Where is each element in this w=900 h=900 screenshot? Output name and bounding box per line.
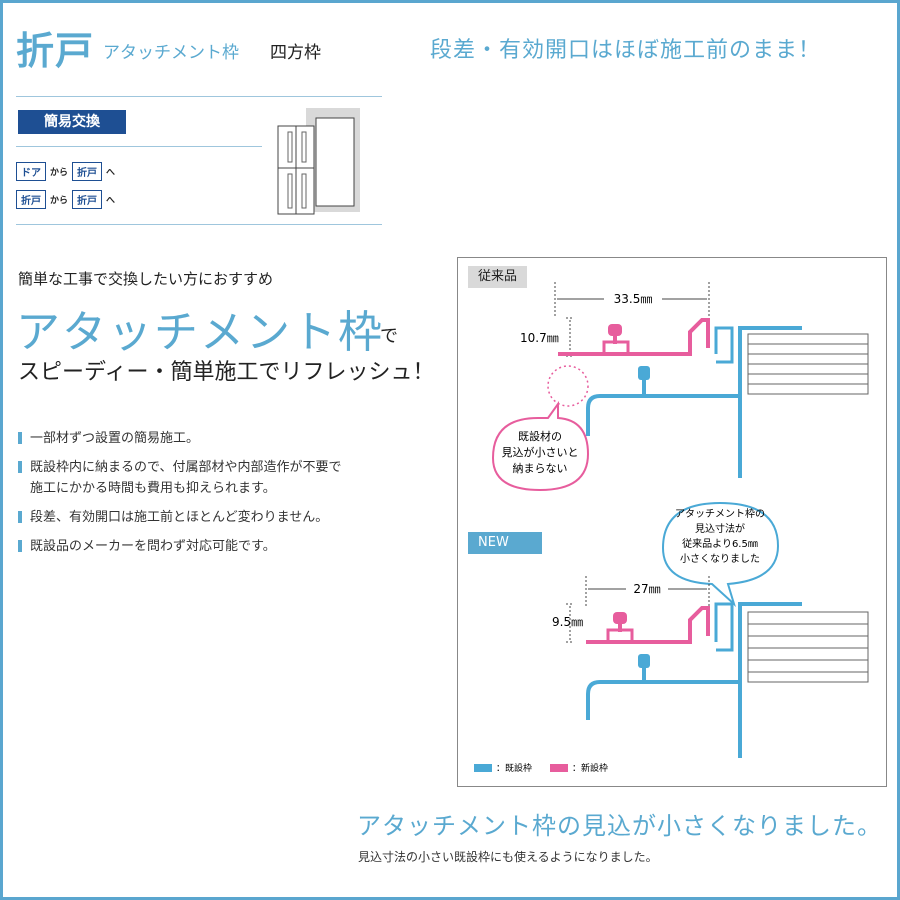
- panel-line: [301, 173, 307, 209]
- from-tag: ドア: [16, 162, 46, 181]
- callout-old-line3: 納まらない: [513, 462, 568, 475]
- feature-item: 既設品のメーカーを問わず対応可能です。: [18, 536, 341, 557]
- from-tag: 折戸: [16, 190, 46, 209]
- to-label: へ: [106, 196, 116, 206]
- callout-old-line1: 既設材の: [518, 429, 562, 443]
- dim-depth-new: 9.5㎜: [552, 615, 583, 629]
- bottom-note: 見込寸法の小さい既設枠にも使えるようになりました。: [358, 850, 658, 864]
- divider: [16, 224, 382, 225]
- door-illustration: [277, 108, 360, 215]
- door-panel-lines: [747, 611, 869, 683]
- profile-drawing: 33.5㎜ 10.7㎜ 既設材の 見込が小さいと 納まらない: [474, 282, 869, 774]
- existing-frame-profile: [714, 602, 734, 652]
- panel-line: [287, 131, 293, 163]
- lead-text: 簡単な工事で交換したい方におすすめ: [18, 270, 274, 288]
- hero-particle: で: [380, 326, 398, 347]
- panel-line: [287, 173, 293, 209]
- callout-new-line1: アタッチメント枠の: [675, 507, 765, 520]
- hero-title: アタッチメント枠: [16, 307, 384, 358]
- existing-frame-profile: [586, 326, 802, 436]
- callout-new-line4: 小さくなりました: [680, 553, 760, 565]
- existing-frame-clip: [638, 366, 650, 380]
- feature-item: 一部材ずつ設置の簡易施工。: [18, 428, 341, 449]
- panel-line: [301, 131, 307, 163]
- door-panel-lines: [747, 333, 869, 395]
- to-tag: 折戸: [72, 190, 103, 209]
- existing-frame-clip: [638, 654, 650, 668]
- product-title: 折戸: [16, 29, 95, 73]
- new-frame-clip: [613, 612, 627, 624]
- legend-existing-swatch: [474, 764, 492, 772]
- product-variant: 四方枠: [270, 43, 321, 63]
- label-old: 従来品: [468, 266, 528, 288]
- legend-new-swatch: [550, 764, 568, 772]
- existing-frame-profile: [714, 326, 734, 364]
- feature-list: 一部材ずつ設置の簡易施工。 既設枠内に納まるので、付属部材や内部造作が不要で施工…: [18, 428, 341, 565]
- new-frame-clip: [608, 324, 622, 336]
- swap-row-2: 折戸 から 折戸 へ: [16, 190, 115, 209]
- feature-item: 段差、有効開口は施工前とほとんど変わりません。: [18, 507, 341, 528]
- feature-item: 既設枠内に納まるので、付属部材や内部造作が不要で施工にかかる時間も費用も抑えられ…: [18, 457, 341, 499]
- bottom-headline: アタッチメント枠の見込が小さくなりました。: [357, 812, 882, 840]
- swap-row-1: ドア から 折戸 へ: [16, 162, 115, 181]
- divider: [16, 146, 262, 147]
- legend-new-label: ：新設枠: [572, 762, 608, 774]
- label-new: NEW: [468, 532, 542, 554]
- to-label: へ: [106, 168, 116, 178]
- dim-width-old: 33.5㎜: [614, 292, 653, 306]
- legend-existing-label: ：既設枠: [496, 762, 532, 774]
- callout-bubble-new: [661, 501, 780, 608]
- folding-panel: [295, 125, 315, 215]
- callout-bubble-old: [491, 400, 590, 492]
- divider: [16, 96, 382, 97]
- callout-new-line3: 従来品より6.5㎜: [682, 537, 758, 550]
- header-slogan: 段差・有効開口はほぼ施工前のまま！: [430, 38, 822, 63]
- to-tag: 折戸: [72, 162, 103, 181]
- from-label: から: [50, 168, 69, 178]
- easy-swap-badge: 簡易交換: [18, 110, 126, 134]
- new-frame-profile: [586, 606, 710, 644]
- callout-old-line2: 見込が小さいと: [502, 445, 579, 459]
- from-label: から: [50, 196, 69, 206]
- section-diagram: 従来品 NEW 33.5㎜ 10.7㎜: [457, 257, 887, 787]
- existing-frame-profile: [586, 602, 802, 720]
- dim-width-new: 27㎜: [633, 582, 660, 596]
- door-panel: [315, 117, 355, 207]
- callout-new-line2: 見込寸法が: [695, 522, 745, 535]
- hero-subtitle: スピーディー・簡単施工でリフレッシュ！: [18, 360, 435, 385]
- dim-depth-old: 10.7㎜: [520, 331, 559, 345]
- misfit-indicator: [547, 365, 589, 407]
- product-subtitle: アタッチメント枠: [103, 43, 239, 63]
- new-frame-profile: [558, 318, 710, 356]
